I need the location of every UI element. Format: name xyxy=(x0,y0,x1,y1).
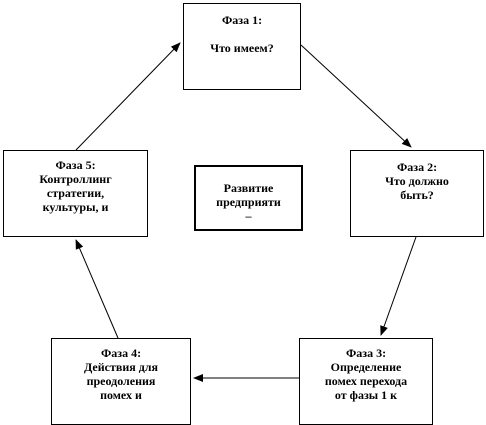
phase-5-text-line-3: культуры, и xyxy=(42,200,109,214)
phase-1-title: Фаза 1: xyxy=(221,13,263,27)
phase-3-title: Фаза 3: xyxy=(345,346,387,360)
phase-4-box: Фаза 4: Действия для преодоления помех и xyxy=(51,338,191,425)
arrow-phase1-to-phase2 xyxy=(300,44,412,148)
phase-1-box: Фаза 1: Что имеем? xyxy=(183,3,301,90)
arrow-phase2-to-phase3 xyxy=(380,236,417,336)
phase-4-text-line-2: преодоления xyxy=(86,374,156,388)
phase-5-box: Фаза 5: Контроллинг стратегии, культуры,… xyxy=(3,150,148,237)
center-text-line-1: Развитие xyxy=(223,181,274,195)
arrow-phase5-to-phase1 xyxy=(75,42,181,151)
phase-1-text-line-1: Что имеем? xyxy=(210,41,274,55)
center-box: Развитие предприяти – xyxy=(194,165,303,231)
phase-4-text-line-1: Действия для xyxy=(83,360,159,374)
phase-3-text-line-2: помех перехода xyxy=(324,374,408,388)
center-text-line-3: – xyxy=(245,209,252,223)
phase-2-box: Фаза 2: Что должно быть? xyxy=(350,150,484,237)
phase-4-title: Фаза 4: xyxy=(100,346,142,360)
arrow-phase4-to-phase5 xyxy=(75,239,119,339)
phase-4-text-line-3: помех и xyxy=(100,388,142,402)
phase-2-text-line-2: быть? xyxy=(400,188,434,202)
center-text-line-2: предприяти xyxy=(216,195,281,209)
phase-1-gap xyxy=(184,27,300,41)
phase-3-text-line-1: Определение xyxy=(330,360,402,374)
phase-2-title: Фаза 2: xyxy=(396,160,438,174)
phase-5-title: Фаза 5: xyxy=(55,158,96,172)
phase-3-text-line-3: от фазы 1 к xyxy=(334,388,398,402)
phase-3-box: Фаза 3: Определение помех перехода от фа… xyxy=(299,338,433,425)
phase-5-text-line-1: Контроллинг xyxy=(39,172,112,186)
phase-5-text-line-2: стратегии, xyxy=(46,186,105,200)
phase-2-text-line-1: Что должно xyxy=(385,174,449,188)
